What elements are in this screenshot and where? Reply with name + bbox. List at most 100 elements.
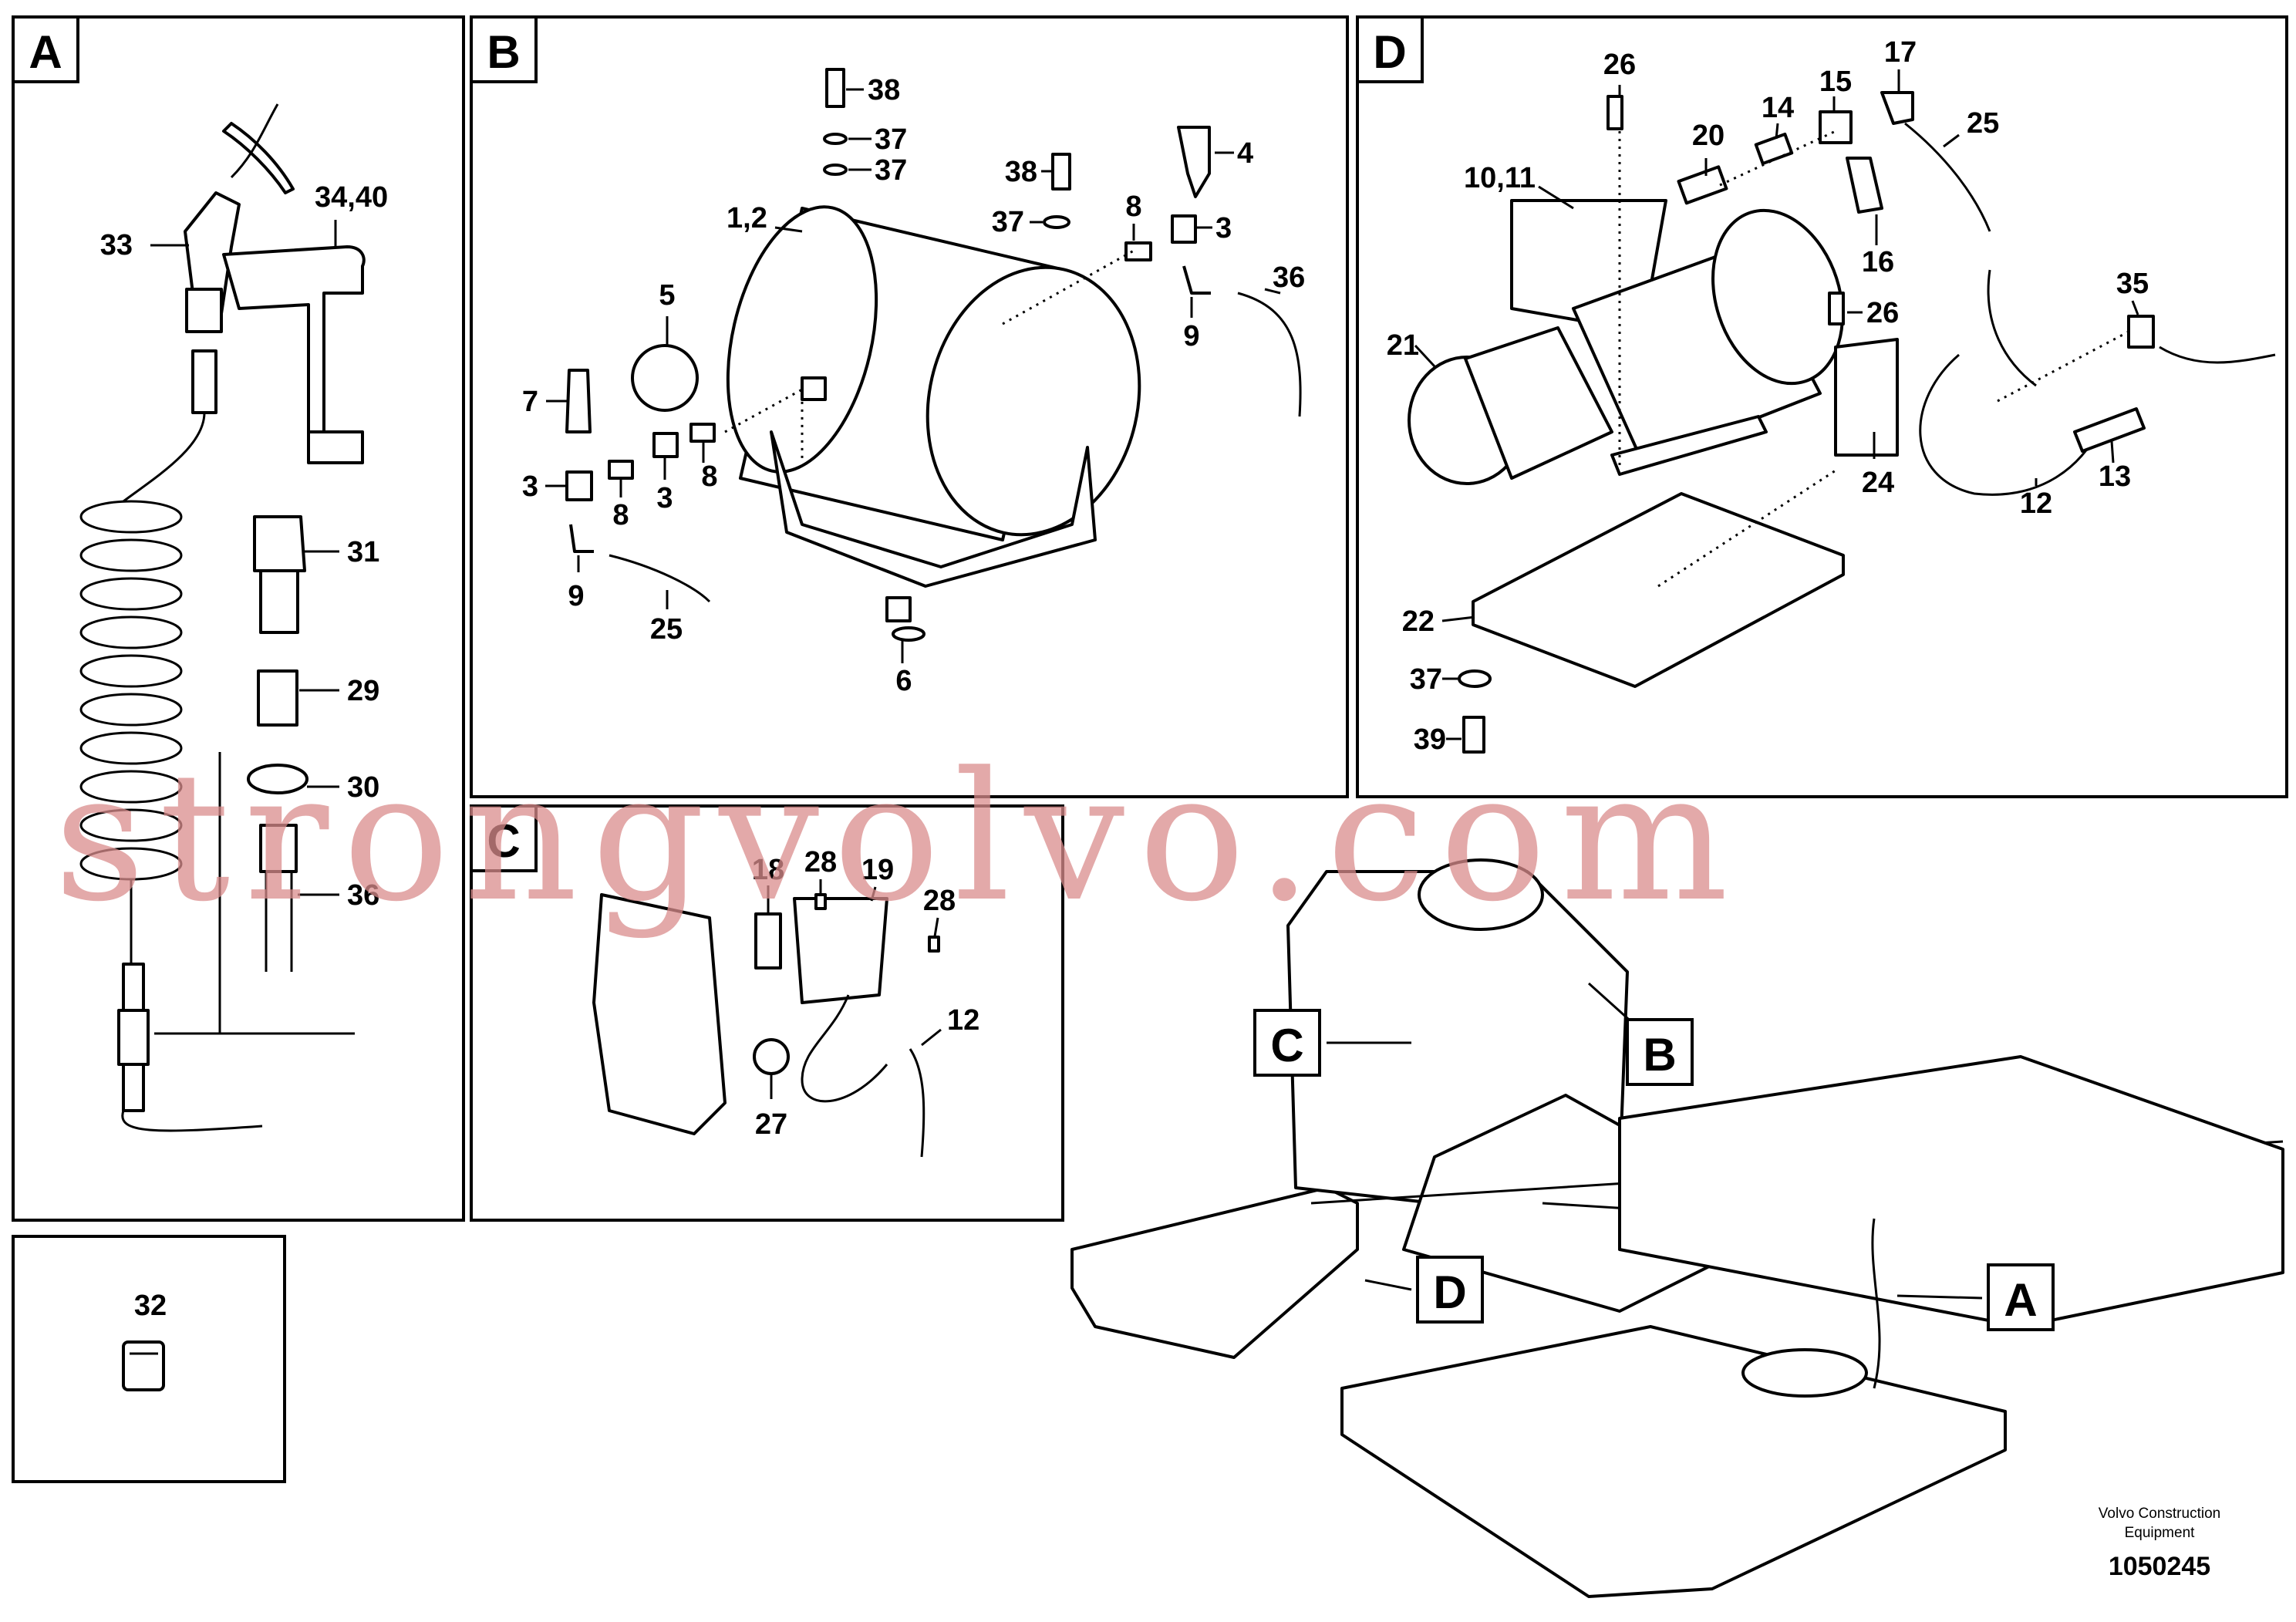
callout-19: 19 <box>861 854 894 886</box>
panel-b-letter: B <box>487 26 520 78</box>
callout-8-c: 8 <box>701 460 717 493</box>
callout-3-b: 3 <box>522 470 538 503</box>
tee-15 <box>1819 110 1853 144</box>
callout-29: 29 <box>347 675 379 707</box>
air-gun-grip <box>185 288 223 333</box>
lower-adapter <box>117 1009 150 1066</box>
elbow-9-b <box>569 524 594 553</box>
callout-36-a: 36 <box>347 879 379 912</box>
panel-b-tag <box>470 15 538 83</box>
panel-d-letter: D <box>1373 26 1406 78</box>
callout-30: 30 <box>347 771 379 804</box>
harness-12 <box>801 994 888 1103</box>
lower-nipple <box>122 1063 145 1112</box>
air-gun-tip <box>230 103 279 179</box>
callout-38-a: 38 <box>868 74 900 106</box>
panel-a-tag <box>12 15 79 83</box>
panel-d-frame <box>1356 15 2288 798</box>
quick-coupler-base <box>259 569 299 634</box>
valve-4 <box>1177 126 1211 198</box>
bracket-24 <box>1834 338 1899 457</box>
tee-3-c <box>652 432 679 458</box>
overview: C B D A <box>1070 858 2284 1598</box>
callout-37-b: 37 <box>875 154 907 187</box>
callout-32: 32 <box>134 1290 167 1322</box>
leader-19 <box>870 886 877 902</box>
washer-37-a <box>823 133 848 145</box>
leader-14 <box>1775 123 1779 140</box>
panel-b-frame <box>470 15 1349 798</box>
fitting-20 <box>1677 165 1728 205</box>
overview-tag-c <box>1253 1009 1321 1077</box>
coupling <box>191 349 217 414</box>
adapter-29 <box>257 669 298 727</box>
callout-34-40: 34,40 <box>315 181 388 214</box>
harness-35-tail <box>2159 346 2276 364</box>
compressor-crank <box>1464 326 1613 480</box>
callout-8-b: 8 <box>612 499 629 531</box>
panel-d: D <box>1356 15 2288 798</box>
compressor-base <box>1610 415 1768 476</box>
callout-22: 22 <box>1402 605 1435 638</box>
mounting-block <box>592 893 727 1135</box>
tee-3-b <box>565 470 593 501</box>
callout-15: 15 <box>1819 66 1852 98</box>
overview-compressor <box>1418 858 1544 931</box>
callout-14: 14 <box>1762 92 1794 124</box>
callout-3-a: 3 <box>1215 212 1232 244</box>
panel-b: B <box>470 15 1349 798</box>
frame-main <box>1340 1325 2007 1598</box>
assembly-dotline-1 <box>1002 249 1135 325</box>
nipple-8-b <box>608 460 634 480</box>
tank-bracket <box>770 430 1097 588</box>
leader-28-b <box>933 917 939 937</box>
quick-coupler <box>253 515 306 572</box>
bolt-38-b <box>1051 153 1071 191</box>
callout-10-11: 10,11 <box>1464 162 1536 194</box>
harness-12-d-branch <box>1987 269 2037 387</box>
overview-tag-d <box>1416 1256 1484 1324</box>
footer-drawing-code: 1050245 <box>2109 1552 2210 1581</box>
callout-26-b: 26 <box>1866 297 1899 329</box>
tee-3-a <box>1171 214 1197 244</box>
callout-16: 16 <box>1862 246 1894 278</box>
leader-21 <box>1414 344 1436 368</box>
callout-25-d: 25 <box>1967 107 1999 140</box>
nipple-14 <box>1754 132 1794 166</box>
leader-10-11 <box>1538 185 1574 210</box>
elbow-17 <box>1880 91 1914 125</box>
hanger-bracket <box>222 245 366 449</box>
panel-a: A <box>12 15 465 1222</box>
nipple-8-c <box>689 423 716 443</box>
leader-12-c <box>921 1028 942 1047</box>
hose-36 <box>265 872 293 972</box>
footer-company-line2: Equipment <box>2125 1525 2196 1541</box>
relay-bracket-19 <box>793 897 888 1004</box>
lower-hose <box>121 1110 263 1132</box>
mounting-plate-22 <box>1472 492 1845 688</box>
panel-c: C 18 28 19 28 12 27 <box>470 804 1064 1222</box>
panel-c-frame <box>470 804 1064 1222</box>
leader-22 <box>1441 615 1475 622</box>
callout-6: 6 <box>895 665 912 697</box>
overview-tag-b <box>1626 1018 1694 1086</box>
screw-28-b <box>928 936 940 953</box>
elbow-9-a <box>1182 265 1211 295</box>
callout-31: 31 <box>347 536 379 568</box>
connector-35 <box>2127 315 2155 349</box>
sleeve-13 <box>2073 407 2146 453</box>
callout-37-d: 37 <box>1410 663 1442 696</box>
overview-letter-b: B <box>1643 1029 1676 1081</box>
callout-12-d: 12 <box>2020 487 2052 520</box>
watermark-text: strongvolvo.com <box>54 735 1742 941</box>
hose-25-b <box>609 554 711 603</box>
callout-25-b: 25 <box>650 613 683 646</box>
leader-1-2 <box>774 226 803 233</box>
lower-coupling <box>122 963 145 1012</box>
callout-13: 13 <box>2099 460 2131 493</box>
tank-port <box>801 376 827 401</box>
compressor-motor-end <box>1711 208 1844 386</box>
overview-tag-a <box>1987 1263 2055 1331</box>
air-gun-nozzle <box>222 122 295 194</box>
callout-38-b: 38 <box>1005 156 1037 188</box>
